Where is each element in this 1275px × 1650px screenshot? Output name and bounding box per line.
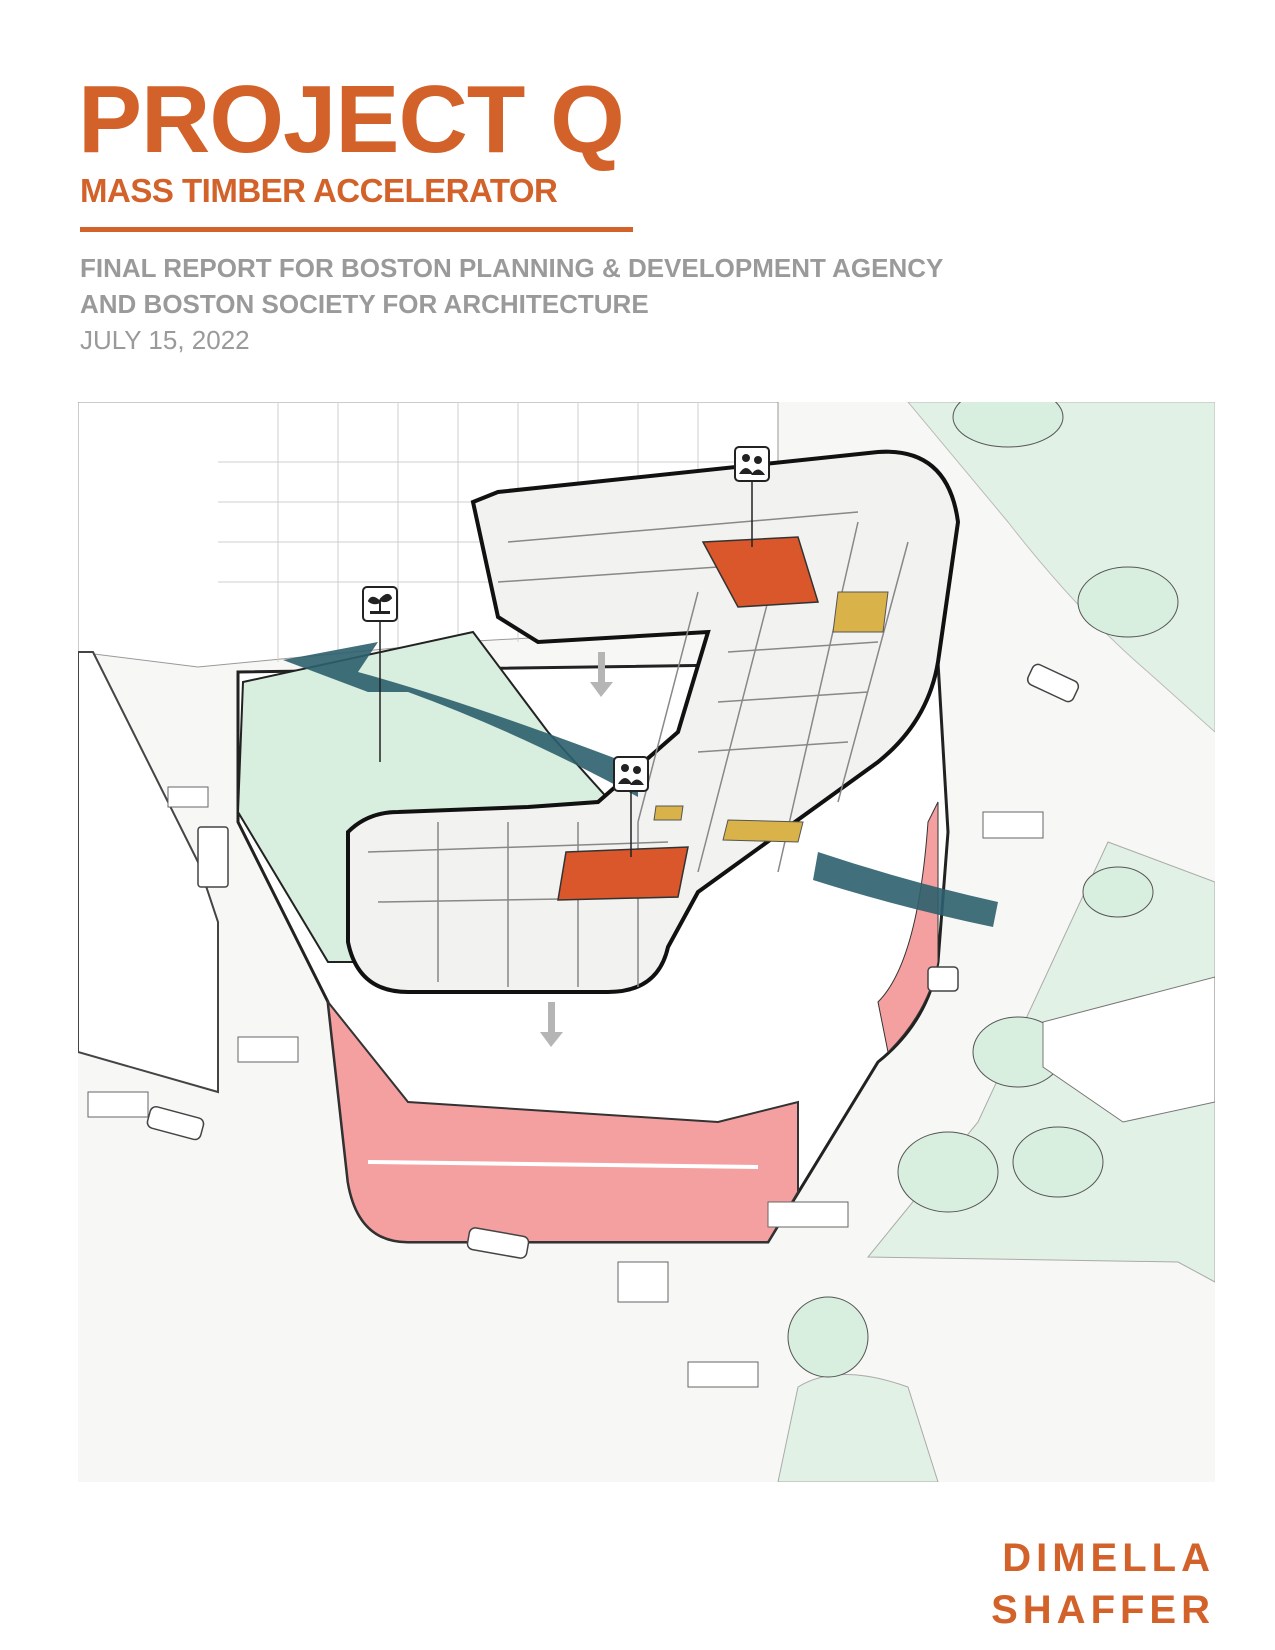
title-rule <box>80 227 633 232</box>
amenity-room-top <box>701 536 819 608</box>
report-info: FINAL REPORT FOR BOSTON PLANNING & DEVEL… <box>80 250 943 358</box>
left-building <box>78 651 219 1094</box>
people-icon <box>613 756 649 857</box>
park-bottom <box>777 1374 939 1482</box>
retail-base <box>326 998 799 1243</box>
logo-line-2: SHAFFER <box>991 1588 1215 1632</box>
firm-logo: DIMELLA SHAFFER <box>991 1532 1215 1636</box>
airflow-arrow-top <box>283 642 638 797</box>
report-date: JULY 15, 2022 <box>80 325 250 355</box>
report-line-2: AND BOSTON SOCIETY FOR ARCHITECTURE <box>80 289 649 319</box>
logo-line-1: DIMELLA <box>1002 1536 1215 1580</box>
title: PROJECT Q <box>78 66 625 173</box>
plant-icon <box>362 586 398 762</box>
core-top <box>832 591 889 633</box>
subtitle: MASS TIMBER ACCELERATOR <box>80 172 558 209</box>
report-line-1: FINAL REPORT FOR BOSTON PLANNING & DEVEL… <box>80 253 944 283</box>
amenity-room-bottom <box>557 846 689 901</box>
core-bottom <box>722 819 804 843</box>
people-icon <box>734 446 770 547</box>
tree <box>952 402 1064 448</box>
axonometric-drawing <box>78 402 1215 1482</box>
airflow-arrow-right <box>813 852 998 927</box>
drawing-svg <box>78 402 1215 1482</box>
